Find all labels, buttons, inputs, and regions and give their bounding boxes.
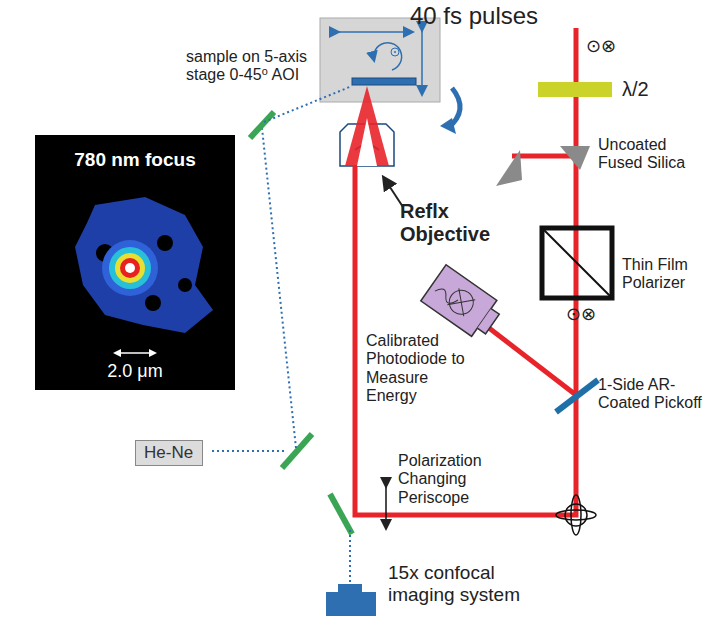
tilt-arrow [440,118,456,134]
part-label: sample on 5-axis stage 0-45⁰ AOI [186,48,314,85]
part-label: 15x confocal imaging system [388,562,558,606]
beam-obscuration [357,118,377,166]
part-label: Polarization Changing Periscope [398,452,518,507]
imaging-path [349,530,351,584]
alignment-path [264,86,352,122]
stage-axis [421,30,423,94]
laser-beam [476,318,576,395]
part-label: Reflx Objective [400,200,510,246]
part-label: 40 fs pulses [410,2,538,30]
half-wave-plate [538,82,612,97]
part-label: 1-Side AR-Coated Pickoff [598,376,702,413]
sample-stage [320,18,440,102]
thin-film-polarizer [542,228,612,298]
focus-spot-image [35,135,235,390]
alignment-path [212,450,284,452]
prism [560,146,590,170]
part-label: Calibrated Photodiode to Measure Energy [366,332,478,406]
focused-beam [345,86,389,166]
part-label: Thin Film Polarizer [622,256,702,293]
box-text: He-Ne [144,443,194,463]
sample [352,78,416,85]
photodiode [421,265,505,342]
inset-title: 780 nm focus [35,149,235,171]
thin-film-polarizer [542,228,612,298]
alignment-path [262,128,296,448]
prism [496,150,522,186]
periscope-symbol [556,495,596,535]
part-label: ⊙⊗ [586,36,616,57]
dichroic-mirror [330,494,352,534]
focus-image-inset: 780 nm focus 2.0 μm [35,135,235,390]
stage-axis [338,31,412,33]
pickoff-plate [556,380,598,412]
rotation-arrow [374,43,402,70]
mirror [282,434,312,468]
camera [326,584,376,616]
part-label: λ/2 [622,78,649,101]
part-label: ⊙⊗ [566,304,596,325]
polarization-arrow [385,486,387,528]
mirror [250,112,274,138]
laser-box: He-Ne [135,440,203,466]
laser-beam [512,154,576,159]
stage-axis [391,48,399,56]
scale-label: 2.0 μm [35,361,235,382]
part-label: Uncoated Fused Silica [598,136,702,173]
stage-axis [394,51,396,53]
